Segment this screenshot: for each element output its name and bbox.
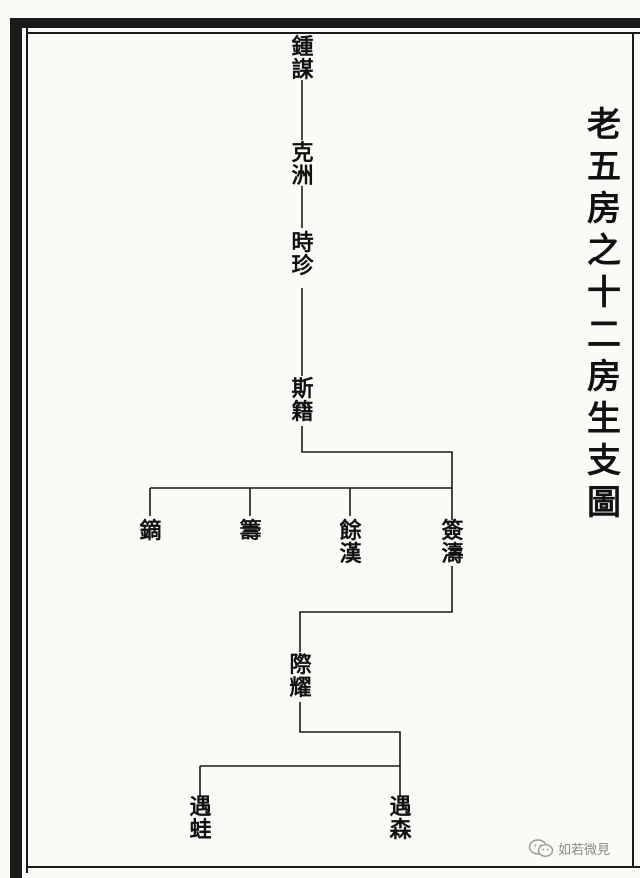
name-char: 森 [389, 817, 411, 844]
person-g1: 鍾謀 [282, 34, 322, 84]
inner-left-rule [26, 28, 28, 873]
person-g7b: 遇森 [380, 794, 420, 844]
left-border [10, 20, 22, 878]
person-g4: 斯籍 [282, 376, 322, 426]
link-g4-drop [301, 426, 453, 488]
person-g5c: 餘漢 [330, 518, 370, 568]
right-margin-rule [632, 34, 634, 866]
name-char: 斯 [291, 376, 313, 402]
watermark-text: 如若微見 [558, 842, 611, 858]
name-char: 餘 [339, 518, 361, 544]
person-g5d: 簽濤 [432, 518, 472, 568]
name-char: 籌 [239, 518, 261, 544]
name-char: 珍 [291, 253, 313, 280]
person-g7a: 遇蛙 [180, 794, 220, 844]
name-char: 籍 [291, 399, 313, 426]
person-g6: 際耀 [280, 652, 320, 702]
person-g2: 克洲 [282, 140, 322, 190]
title-char: 房 [587, 189, 621, 229]
title-char: 老 [587, 105, 621, 145]
person-g3: 時珍 [282, 230, 322, 280]
name-char: 漢 [339, 541, 361, 568]
name-char: 克 [291, 140, 313, 166]
name-char: 洲 [291, 163, 313, 190]
title-char: 支 [587, 441, 621, 481]
bottom-rule [26, 866, 640, 868]
name-char: 遇 [189, 794, 211, 820]
title-char: 房 [587, 357, 621, 397]
link-g6-drop [299, 702, 401, 766]
link-g5d-g6 [299, 566, 453, 652]
name-char: 時 [291, 230, 313, 256]
person-g5b: 籌 [230, 518, 270, 544]
name-char: 鍾 [291, 34, 313, 60]
name-char: 鏑 [139, 518, 161, 544]
name-char: 謀 [291, 57, 313, 84]
person-g5a: 鏑 [130, 518, 170, 544]
title-char: 之 [587, 231, 621, 271]
name-char: 簽 [441, 518, 463, 544]
name-char: 蛙 [189, 817, 211, 844]
watermark: 如若微見 [528, 838, 610, 858]
wechat-icon [528, 839, 554, 858]
top-border [10, 18, 640, 28]
title-char: 二 [587, 315, 621, 355]
title-char: 十 [587, 273, 621, 313]
name-char: 耀 [289, 675, 311, 702]
name-char: 遇 [389, 794, 411, 820]
title-char: 圖 [587, 483, 621, 523]
name-char: 濤 [441, 541, 463, 568]
inner-top-rule [26, 32, 640, 34]
title-char: 五 [587, 147, 621, 187]
name-char: 際 [289, 652, 311, 678]
title-char: 生 [587, 399, 621, 439]
